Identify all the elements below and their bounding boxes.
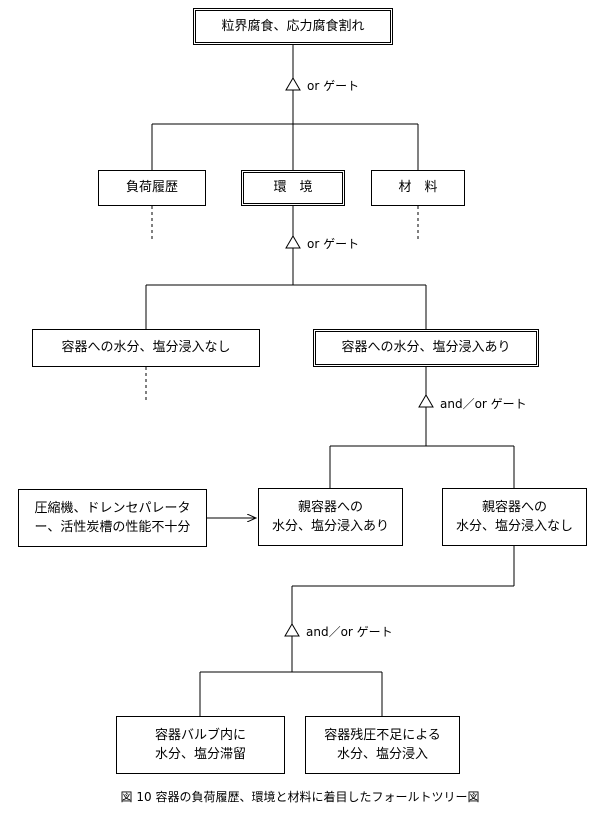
or-gate-1 bbox=[285, 77, 301, 91]
residual-pressure-box: 容器残圧不足による 水分、塩分浸入 bbox=[305, 716, 460, 774]
parent-water-yes-box: 親容器への 水分、塩分浸入あり bbox=[258, 488, 403, 546]
or-gate-2 bbox=[285, 235, 301, 249]
parent-water-yes-line-1: 親容器への bbox=[297, 499, 363, 515]
compressor-line-2: ー、活性炭槽の性能不十分 bbox=[34, 520, 191, 535]
residual-pressure-line-1: 容器残圧不足による bbox=[324, 727, 441, 743]
figure-caption: 図 10 容器の負荷履歴、環境と材料に着目したフォールトツリー図 bbox=[120, 790, 480, 804]
water-ingress-box: 容器への水分、塩分浸入あり bbox=[313, 329, 539, 367]
material-label: 材 料 bbox=[398, 180, 438, 196]
load-history-box: 負荷履歴 bbox=[98, 170, 206, 206]
and-or-gate-3 bbox=[418, 394, 434, 408]
gate-3-label: and／or ゲート bbox=[440, 397, 527, 411]
compressor-line-1: 圧縮機、ドレンセパレータ bbox=[34, 500, 191, 516]
material-box: 材 料 bbox=[371, 170, 465, 206]
gate-1-label: or ゲート bbox=[307, 79, 360, 93]
parent-water-yes-line-2: 水分、塩分浸入あり bbox=[271, 519, 389, 534]
no-water-ingress-label: 容器への水分、塩分浸入なし bbox=[61, 340, 231, 356]
parent-water-no-line-2: 水分、塩分浸入なし bbox=[455, 519, 573, 534]
valve-retention-line-2: 水分、塩分滞留 bbox=[154, 747, 246, 762]
top-event-box: 粒界腐食、応力腐食割れ bbox=[193, 8, 393, 45]
parent-water-no-box: 親容器への 水分、塩分浸入なし bbox=[442, 488, 587, 546]
gate-2-label: or ゲート bbox=[307, 237, 360, 251]
environment-label: 環 境 bbox=[273, 180, 313, 196]
top-event-label: 粒界腐食、応力腐食割れ bbox=[221, 18, 365, 34]
valve-retention-box: 容器バルブ内に 水分、塩分滞留 bbox=[116, 716, 285, 774]
load-history-label: 負荷履歴 bbox=[125, 180, 178, 196]
and-or-gate-4 bbox=[284, 623, 300, 637]
compressor-box: 圧縮機、ドレンセパレータ ー、活性炭槽の性能不十分 bbox=[18, 489, 207, 547]
parent-water-no-line-1: 親容器への bbox=[481, 499, 547, 515]
gate-4-label: and／or ゲート bbox=[306, 625, 393, 639]
environment-box: 環 境 bbox=[241, 170, 345, 206]
no-water-ingress-box: 容器への水分、塩分浸入なし bbox=[32, 329, 260, 367]
residual-pressure-line-2: 水分、塩分浸入 bbox=[336, 747, 428, 762]
water-ingress-label: 容器への水分、塩分浸入あり bbox=[341, 340, 511, 356]
valve-retention-line-1: 容器バルブ内に bbox=[154, 727, 246, 743]
